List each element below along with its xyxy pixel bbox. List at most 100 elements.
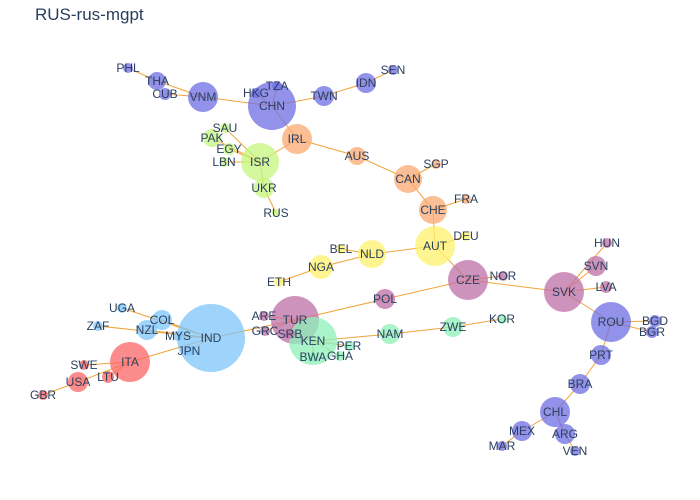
node-label-kor: KOR xyxy=(489,312,515,326)
node-isr[interactable] xyxy=(241,143,279,181)
node-aus[interactable] xyxy=(348,147,366,165)
node-label-usa: USA xyxy=(66,375,91,389)
node-swe[interactable] xyxy=(79,360,89,370)
node-ukr[interactable] xyxy=(254,178,274,198)
node-label-idn: IDN xyxy=(356,76,377,90)
node-irl[interactable] xyxy=(282,124,312,154)
node-uga[interactable] xyxy=(117,303,127,313)
node-idn[interactable] xyxy=(356,73,376,93)
node-ind[interactable] xyxy=(177,304,245,372)
node-pol[interactable] xyxy=(375,289,395,309)
node-grc[interactable] xyxy=(260,326,270,336)
node-label-zaf: ZAF xyxy=(87,319,110,333)
node-pak[interactable] xyxy=(203,129,221,147)
node-col[interactable] xyxy=(152,310,172,330)
node-aut[interactable] xyxy=(415,226,455,266)
node-bgd[interactable] xyxy=(649,315,661,327)
node-deu[interactable] xyxy=(461,231,471,241)
node-bwa[interactable] xyxy=(308,352,318,362)
node-hkg[interactable] xyxy=(251,88,261,98)
node-nga[interactable] xyxy=(309,255,333,279)
node-jpn[interactable] xyxy=(184,346,194,356)
node-label-nzl: NZL xyxy=(136,323,159,337)
node-bgr[interactable] xyxy=(646,326,658,338)
node-phl[interactable] xyxy=(123,63,133,73)
chart-title: RUS-rus-mgpt xyxy=(35,5,144,24)
node-mys[interactable] xyxy=(173,331,183,341)
node-sen[interactable] xyxy=(388,65,398,75)
node-cze[interactable] xyxy=(448,260,488,300)
node-ven[interactable] xyxy=(570,446,580,456)
node-nzl[interactable] xyxy=(137,320,157,340)
node-bel[interactable] xyxy=(336,244,346,254)
node-label-hkg: HKG xyxy=(243,86,269,100)
node-eth[interactable] xyxy=(274,277,284,287)
node-svk[interactable] xyxy=(544,272,584,312)
node-label-sgp: SGP xyxy=(423,157,448,171)
node-usa[interactable] xyxy=(68,372,88,392)
node-nld[interactable] xyxy=(358,240,386,268)
node-ken[interactable] xyxy=(289,317,337,365)
node-label-irl: IRL xyxy=(288,132,307,146)
node-nor[interactable] xyxy=(498,271,508,281)
node-vnm[interactable] xyxy=(188,82,218,112)
node-zaf[interactable] xyxy=(93,321,103,331)
node-rou[interactable] xyxy=(591,302,631,342)
node-mar[interactable] xyxy=(497,441,507,451)
node-label-sen: SEN xyxy=(381,63,406,77)
node-arg[interactable] xyxy=(555,424,575,444)
node-are[interactable] xyxy=(259,311,269,321)
node-label-ltu: LTU xyxy=(97,370,119,384)
node-chl[interactable] xyxy=(540,397,570,427)
node-egy[interactable] xyxy=(223,143,235,155)
node-twn[interactable] xyxy=(314,86,334,106)
node-sau[interactable] xyxy=(220,123,230,133)
node-cub[interactable] xyxy=(159,88,171,100)
node-label-gha: GHA xyxy=(327,349,353,363)
node-gbr[interactable] xyxy=(38,390,48,400)
node-gha[interactable] xyxy=(335,351,345,361)
node-label-bel: BEL xyxy=(330,242,353,256)
node-per[interactable] xyxy=(344,341,354,351)
node-srb[interactable] xyxy=(285,329,295,339)
node-tha[interactable] xyxy=(148,72,166,90)
node-hun[interactable] xyxy=(602,238,612,248)
node-label-nga: NGA xyxy=(308,260,334,274)
node-rus[interactable] xyxy=(272,209,280,217)
node-zwe[interactable] xyxy=(443,317,463,337)
node-label-aut: AUT xyxy=(423,239,448,253)
node-label-ven: VEN xyxy=(563,444,588,458)
node-kor[interactable] xyxy=(497,314,507,324)
node-label-prt: PRT xyxy=(589,348,613,362)
node-lbn[interactable] xyxy=(219,157,229,167)
node-label-uga: UGA xyxy=(109,301,135,315)
node-bra[interactable] xyxy=(570,374,590,394)
node-label-ind: IND xyxy=(201,331,222,345)
node-label-mar: MAR xyxy=(489,439,516,453)
node-label-per: PER xyxy=(337,339,362,353)
node-label-tza: TZA xyxy=(266,79,289,93)
node-label-ukr: UKR xyxy=(251,181,277,195)
node-ltu[interactable] xyxy=(102,371,114,383)
node-tza[interactable] xyxy=(272,81,282,91)
node-svn[interactable] xyxy=(586,256,606,276)
node-ita[interactable] xyxy=(110,342,150,382)
node-nam[interactable] xyxy=(380,324,400,344)
node-label-rou: ROU xyxy=(598,315,625,329)
node-sgp[interactable] xyxy=(431,159,441,169)
node-label-arg: ARG xyxy=(552,427,578,441)
node-can[interactable] xyxy=(394,165,422,193)
node-label-can: CAN xyxy=(395,172,420,186)
node-prt[interactable] xyxy=(591,345,611,365)
edge-nam-zwe xyxy=(389,326,454,335)
edges-layer xyxy=(42,67,656,452)
node-lva[interactable] xyxy=(600,281,612,293)
node-label-nld: NLD xyxy=(360,247,384,261)
node-fra[interactable] xyxy=(461,194,471,204)
node-label-lva: LVA xyxy=(596,280,617,294)
node-label-mys: MYS xyxy=(165,329,191,343)
node-mex[interactable] xyxy=(512,421,532,441)
node-label-twn: TWN xyxy=(310,89,337,103)
node-che[interactable] xyxy=(419,196,447,224)
